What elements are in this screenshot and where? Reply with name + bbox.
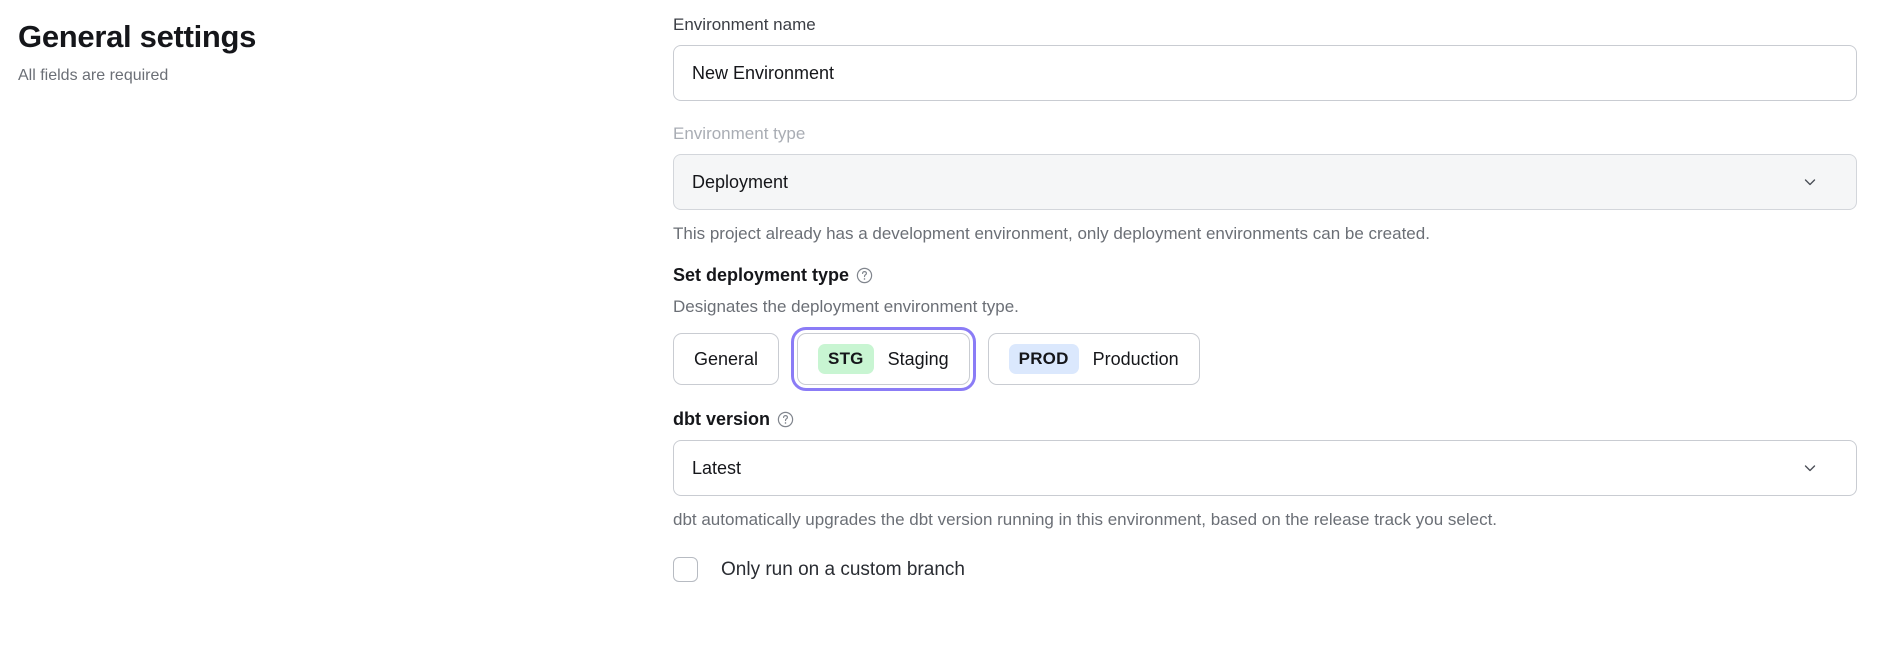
dbt-version-help: dbt automatically upgrades the dbt versi…	[673, 510, 1498, 529]
deployment-type-option-staging-label: Staging	[887, 349, 949, 369]
staging-badge: STG	[818, 344, 874, 374]
dbt-version-value: Latest	[692, 458, 742, 478]
question-circle-icon[interactable]	[856, 267, 873, 284]
dbt-version-field-group: dbt version Latest dbt automatically upg…	[673, 407, 1857, 531]
production-badge: PROD	[1008, 344, 1079, 374]
environment-type-select[interactable]: Deployment	[673, 154, 1857, 210]
deployment-type-options: General STG Staging PROD Production	[673, 327, 1857, 391]
deployment-type-title: Set deployment type	[673, 265, 850, 285]
deployment-type-group: Set deployment type Designates the deplo…	[673, 263, 1857, 391]
question-circle-icon[interactable]	[777, 411, 794, 428]
deployment-type-option-staging[interactable]: STG Staging	[791, 327, 976, 391]
general-settings-form: Environment name New Environment Environ…	[673, 14, 1857, 582]
deployment-type-option-general-label: General	[694, 349, 759, 369]
page-title: General settings	[18, 19, 257, 54]
custom-branch-checkbox[interactable]	[673, 557, 698, 582]
deployment-type-option-general[interactable]: General	[673, 333, 780, 385]
environment-type-help: This project already has a development e…	[673, 224, 1430, 243]
environment-name-value: New Environment	[692, 63, 835, 83]
deployment-type-title-row: Set deployment type	[673, 263, 1857, 287]
dbt-version-label-row: dbt version	[673, 407, 1857, 431]
deployment-type-option-production-label: Production	[1092, 349, 1179, 369]
dbt-version-select[interactable]: Latest	[673, 440, 1857, 496]
environment-name-label: Environment name	[673, 15, 816, 34]
custom-branch-label: Only run on a custom branch	[721, 558, 965, 580]
environment-name-field-group: Environment name New Environment	[673, 14, 1857, 101]
environment-type-label: Environment type	[673, 124, 806, 143]
chevron-down-icon	[1802, 174, 1818, 190]
environment-type-field-group: Environment type Deployment This project…	[673, 123, 1857, 245]
dbt-version-label: dbt version	[673, 409, 771, 429]
chevron-down-icon	[1802, 460, 1818, 476]
page-subtitle: All fields are required	[18, 67, 169, 84]
custom-branch-row: Only run on a custom branch	[673, 557, 1857, 582]
environment-name-input[interactable]: New Environment	[673, 45, 1857, 101]
settings-header: General settings All fields are required	[18, 18, 618, 87]
environment-type-value: Deployment	[692, 172, 789, 192]
deployment-type-option-production[interactable]: PROD Production	[987, 333, 1200, 385]
deployment-type-description: Designates the deployment environment ty…	[673, 297, 1019, 316]
